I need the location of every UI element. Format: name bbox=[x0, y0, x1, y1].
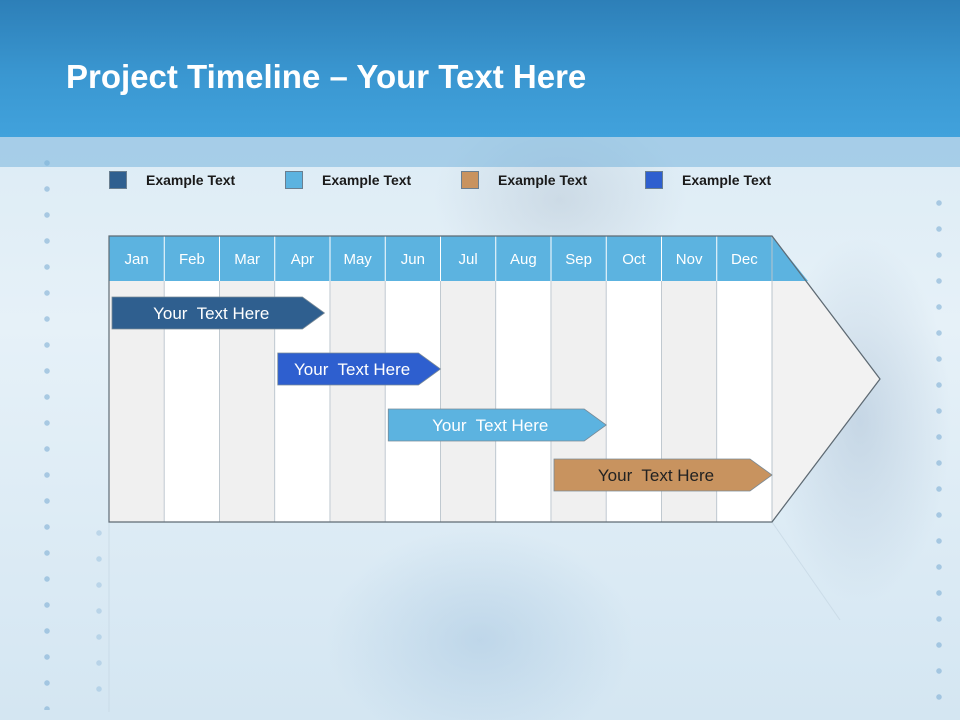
month-column-mar bbox=[219, 235, 276, 523]
task-bar-2 bbox=[277, 352, 442, 386]
legend-swatch-3 bbox=[461, 171, 479, 189]
task-bar-1 bbox=[111, 296, 326, 330]
legend-label-4: Example Text bbox=[682, 172, 772, 188]
title-rest: – Your Text Here bbox=[320, 58, 587, 95]
decorative-dots-left-2 bbox=[92, 520, 106, 700]
task-bar-3 bbox=[387, 408, 607, 442]
legend-swatch-2 bbox=[285, 171, 303, 189]
decorative-dots-left bbox=[40, 150, 54, 710]
month-label-feb: Feb bbox=[179, 251, 205, 268]
page-title: Project Timeline – Your Text Here bbox=[66, 58, 586, 96]
title-header-bar bbox=[0, 0, 960, 137]
month-label-sep: Sep bbox=[565, 251, 592, 268]
title-bold: Project Timeline bbox=[66, 58, 321, 95]
legend-swatch-1 bbox=[109, 171, 127, 189]
legend-swatch-4 bbox=[645, 171, 663, 189]
task-bar-4 bbox=[553, 458, 773, 492]
month-label-dec: Dec bbox=[731, 251, 758, 268]
decorative-dots-right bbox=[932, 190, 946, 700]
legend-label-3: Example Text bbox=[498, 172, 588, 188]
month-label-mar: Mar bbox=[234, 251, 260, 268]
chart-reflection bbox=[108, 521, 841, 712]
legend-label-2: Example Text bbox=[322, 172, 412, 188]
month-label-jan: Jan bbox=[125, 251, 149, 268]
month-label-apr: Apr bbox=[291, 251, 314, 268]
task-label-3: Your Text Here bbox=[432, 416, 548, 435]
month-label-nov: Nov bbox=[676, 251, 703, 268]
month-label-oct: Oct bbox=[622, 251, 646, 268]
month-header-band bbox=[109, 236, 808, 281]
month-label-aug: Aug bbox=[510, 251, 537, 268]
task-label-2: Your Text Here bbox=[294, 360, 410, 379]
timeline-arrow-border bbox=[108, 235, 881, 523]
month-label-jun: Jun bbox=[401, 251, 425, 268]
month-label-jul: Jul bbox=[459, 251, 478, 268]
legend-label-1: Example Text bbox=[146, 172, 236, 188]
task-label-1: Your Text Here bbox=[153, 304, 269, 323]
month-column-feb bbox=[163, 235, 220, 523]
month-label-may: May bbox=[343, 251, 372, 268]
month-column-aug bbox=[495, 235, 552, 523]
task-label-4: Your Text Here bbox=[598, 466, 714, 485]
header-band bbox=[0, 137, 960, 167]
